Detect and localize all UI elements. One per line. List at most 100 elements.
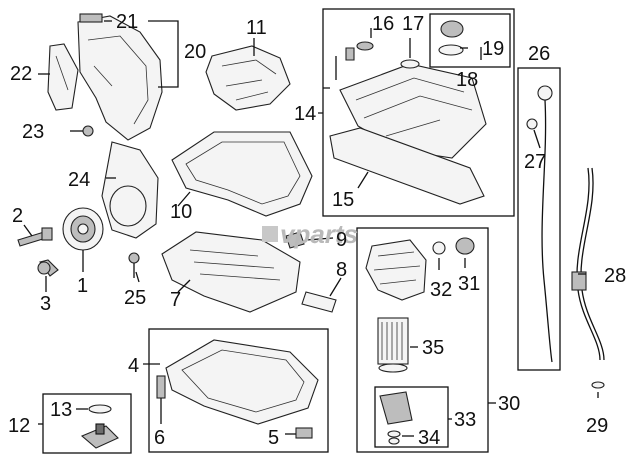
leader-20 (148, 20, 179, 88)
callout-1: 1 (77, 275, 88, 297)
timing-cover (77, 15, 163, 141)
valve-cover-gasket (329, 127, 485, 205)
timing-cover-clip (79, 13, 103, 23)
timing-cover-detail (87, 35, 149, 125)
leader-15 (357, 171, 369, 189)
oil-filter-pleats (381, 322, 403, 360)
bolt-23-head (82, 125, 94, 137)
callout-28: 28 (604, 265, 626, 287)
callout-22: 22 (10, 63, 32, 85)
dipstick-tube (576, 167, 601, 361)
callout-13: 13 (50, 399, 72, 421)
seal-17 (400, 59, 420, 69)
dipstick-tube-bracket (571, 271, 587, 291)
leader-27 (533, 129, 541, 149)
upper-oil-pan-rim (185, 141, 301, 205)
callout-8: 8 (336, 259, 347, 281)
seal-31 (455, 237, 475, 255)
oil-filter-cap (379, 391, 413, 425)
callout-23: 23 (22, 121, 44, 143)
callout-24: 24 (68, 169, 90, 191)
oil-baffle (161, 231, 301, 313)
oil-pan-group-box (148, 328, 329, 453)
callout-5: 5 (268, 427, 279, 449)
rear-cover-ring (109, 185, 147, 227)
bolt-16-head (356, 41, 374, 51)
callout-12: 12 (8, 415, 30, 437)
callout-20: 20 (184, 41, 206, 63)
callout-19: 19 (482, 38, 504, 60)
seal-detail (55, 55, 69, 91)
callout-32: 32 (430, 279, 452, 301)
valve-cover-ribs (355, 77, 473, 137)
upper-bracket-ribs (221, 59, 277, 101)
lower-oil-pan (165, 339, 319, 425)
callout-21: 21 (116, 11, 138, 33)
drain-plug-5 (295, 427, 313, 439)
callout-6: 6 (154, 427, 165, 449)
oil-baffle-holes (189, 249, 281, 281)
oil-filter-oring (378, 363, 408, 373)
filler-cap-group-box (429, 13, 511, 68)
upper-oil-pan (171, 131, 313, 217)
leader-14 (318, 87, 330, 114)
callout-35: 35 (422, 337, 444, 359)
watermark-logo-icon (262, 226, 278, 242)
bolt-16 (345, 47, 355, 61)
callout-30: 30 (498, 393, 520, 415)
lower-oil-pan-rim (181, 349, 305, 413)
leader-7 (177, 279, 191, 293)
callout-15: 15 (332, 189, 354, 211)
callout-7: 7 (170, 289, 181, 311)
oil-level-sensor-body (95, 423, 105, 435)
seal-32 (432, 241, 446, 255)
dipstick-group-box (517, 67, 561, 371)
callout-29: 29 (586, 415, 608, 437)
watermark-text: vparts (280, 219, 358, 249)
callout-3: 3 (40, 293, 51, 315)
callout-31: 31 (458, 273, 480, 295)
callout-10: 10 (170, 201, 192, 223)
callout-9: 9 (336, 229, 347, 251)
filter-cap-group-box (374, 386, 449, 448)
callout-25: 25 (124, 287, 146, 309)
dipstick-tube-edge (580, 167, 605, 361)
crank-pulley-center (77, 223, 89, 235)
o-ring-34 (387, 430, 401, 438)
bolt-9 (285, 231, 305, 249)
o-ring-29 (591, 381, 605, 389)
callout-34: 34 (418, 427, 440, 449)
oil-filter-housing-ribs (373, 251, 421, 285)
callout-17: 17 (402, 13, 424, 35)
filler-cap-seal (438, 44, 464, 56)
stud-25-head (128, 252, 140, 264)
drain-plug-6 (156, 375, 166, 399)
dipstick-handle (537, 85, 553, 101)
o-ring-13 (88, 404, 112, 414)
callout-18: 18 (456, 69, 478, 91)
callout-4: 4 (128, 355, 139, 377)
leader-2 (23, 224, 33, 237)
bolt-3-head (37, 261, 51, 275)
callout-27: 27 (524, 151, 546, 173)
oil-filter-housing (365, 239, 427, 301)
dipstick-rod (541, 99, 553, 363)
bolt-2-head (41, 227, 53, 241)
callout-33: 33 (454, 409, 476, 431)
callout-2: 2 (12, 205, 23, 227)
o-ring-27 (526, 118, 538, 130)
leader-25 (135, 271, 140, 283)
filler-cap (440, 20, 464, 38)
leader-8 (329, 277, 342, 297)
pcv-tube (301, 291, 337, 313)
oil-filter-element (377, 317, 409, 365)
callout-14: 14 (294, 103, 316, 125)
callout-16: 16 (372, 13, 394, 35)
o-ring-34b (388, 437, 400, 445)
upper-bracket (205, 45, 291, 111)
leader-10 (177, 191, 191, 207)
callout-11: 11 (246, 17, 267, 39)
callout-26: 26 (528, 43, 550, 65)
